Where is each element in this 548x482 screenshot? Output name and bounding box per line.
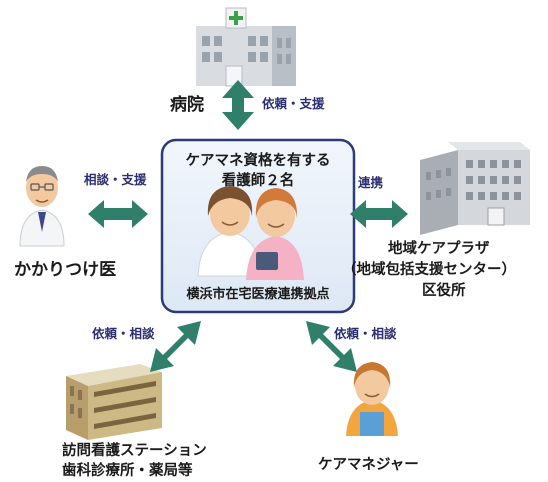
- arrow-caremanager: [306, 321, 357, 372]
- center-footer: 横浜市在宅医療連携拠点: [186, 287, 330, 302]
- hospital-label: 病院: [170, 95, 204, 115]
- link-doctor-label: 相談・支援: [84, 172, 147, 187]
- apartment-building-icon: [66, 364, 162, 440]
- office-building-icon: [420, 142, 530, 235]
- plaza-label-line2: （地域包括支援センター）: [342, 262, 516, 278]
- hospital-icon: [196, 7, 296, 87]
- arrow-hospital: [222, 80, 254, 130]
- plaza-label-line1: 地域ケアプラザ: [388, 241, 490, 257]
- caremanager-label: ケアマネジャー: [318, 457, 419, 473]
- care-manager-icon: [346, 362, 398, 436]
- nurses-icon: [197, 186, 304, 280]
- station-label-line1: 訪問看護ステーション: [62, 443, 207, 459]
- arrow-doctor: [88, 200, 148, 228]
- center-title-line1: ケアマネ資格を有する: [185, 153, 331, 169]
- link-plaza-label: 連携: [358, 175, 384, 190]
- plaza-label-line3: 区役所: [422, 283, 466, 299]
- doctor-icon: [19, 166, 65, 247]
- arrow-station: [150, 321, 201, 372]
- station-label-line2: 歯科診療所・薬局等: [62, 463, 193, 479]
- link-hospital-label: 依頼・支援: [262, 96, 325, 111]
- arrow-plaza: [350, 200, 408, 228]
- link-caremanager-label: 依頼・相談: [334, 326, 397, 341]
- doctor-label: かかりつけ医: [14, 260, 117, 280]
- center-title-line2: 看護師２名: [221, 173, 295, 189]
- link-station-label: 依頼・相談: [92, 326, 155, 341]
